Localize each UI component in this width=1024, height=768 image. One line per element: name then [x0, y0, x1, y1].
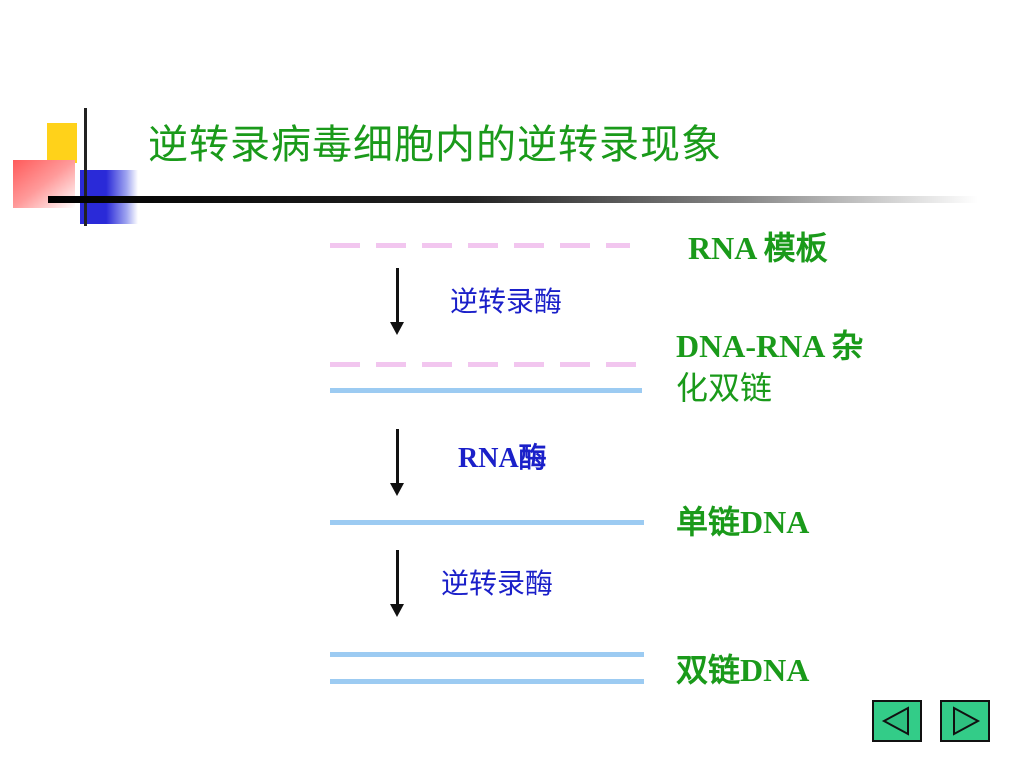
hybrid-dna-strand	[330, 388, 642, 393]
arrow-step-3	[390, 550, 404, 617]
rna-template-strand	[330, 243, 630, 248]
enzyme-label-step-3: 逆转录酶	[441, 567, 554, 600]
enzyme-label-step-1: 逆转录酶	[450, 285, 563, 318]
triangle-right-icon	[953, 706, 981, 736]
triangle-left-icon	[881, 706, 909, 736]
arrow-step-1	[390, 268, 404, 335]
decor-yellow-square	[47, 123, 77, 163]
prev-slide-button[interactable]	[872, 700, 922, 742]
title-underline	[48, 196, 978, 203]
single-dna-strand	[330, 520, 644, 525]
label-double-dna: 双链DNA	[676, 652, 810, 688]
label-single-dna: 单链DNA	[676, 504, 810, 540]
double-dna-strand-1	[330, 652, 644, 657]
slide-title: 逆转录病毒细胞内的逆转录现象	[148, 122, 722, 168]
label-rna-template: RNA 模板	[688, 230, 828, 266]
hybrid-rna-strand	[330, 362, 652, 367]
double-dna-strand-2	[330, 679, 644, 684]
label-dna-rna-hybrid: DNA-RNA 杂 化双链	[676, 328, 864, 407]
arrow-step-2	[390, 429, 404, 496]
decor-vertical-rule	[84, 108, 87, 226]
next-slide-button[interactable]	[940, 700, 990, 742]
enzyme-label-step-2: RNA酶	[458, 443, 547, 474]
